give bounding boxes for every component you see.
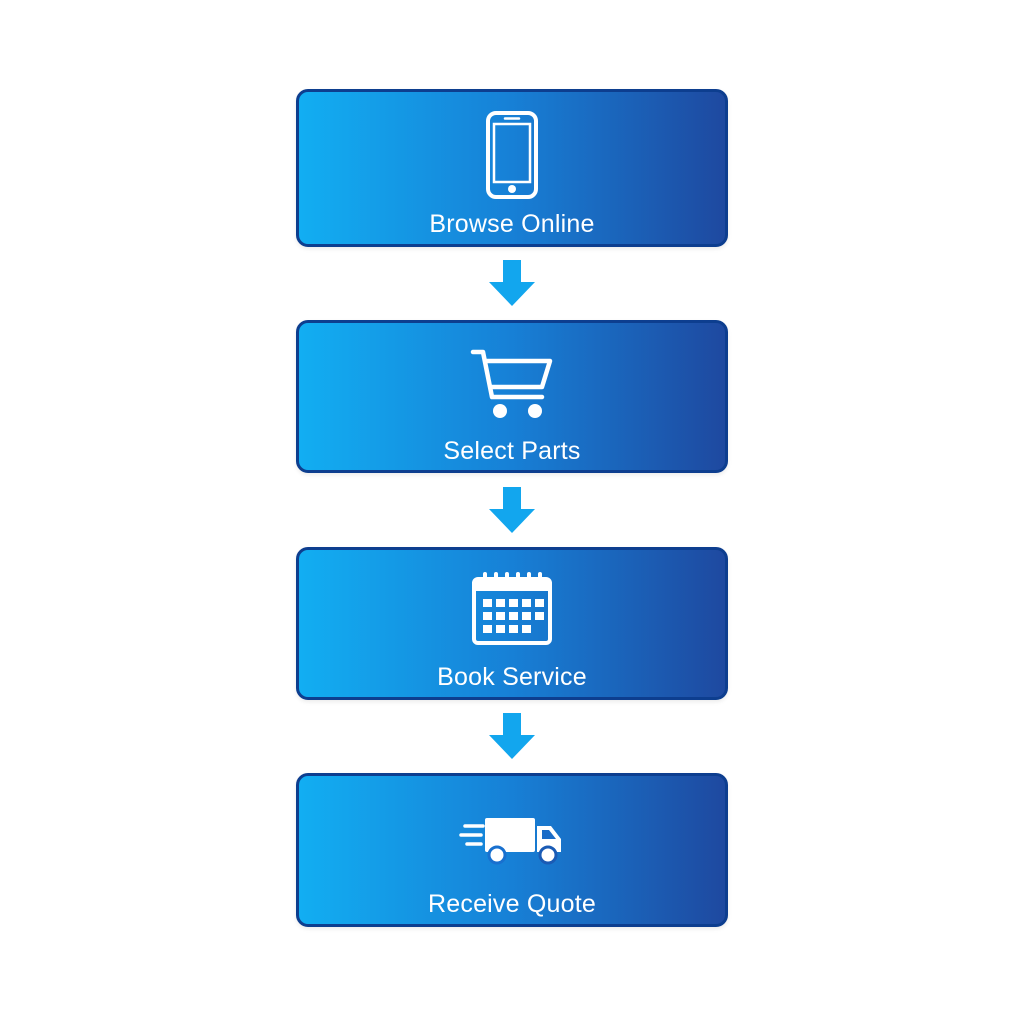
step-browse-online: Browse Online bbox=[296, 89, 728, 247]
arrow-down-icon bbox=[489, 487, 535, 533]
smartphone-icon bbox=[486, 111, 538, 199]
step-select-parts: Select Parts bbox=[296, 320, 728, 473]
step-label: Book Service bbox=[437, 663, 587, 691]
step-receive-quote: Receive Quote bbox=[296, 773, 728, 927]
step-label: Browse Online bbox=[429, 210, 595, 238]
arrow-down-icon bbox=[489, 260, 535, 306]
step-book-service: Book Service bbox=[296, 547, 728, 700]
step-label: Receive Quote bbox=[428, 890, 596, 918]
arrow-down-icon bbox=[489, 713, 535, 759]
calendar-icon bbox=[472, 572, 552, 645]
step-label: Select Parts bbox=[443, 437, 581, 465]
shopping-cart-icon bbox=[470, 349, 553, 418]
delivery-truck-icon bbox=[459, 818, 561, 865]
